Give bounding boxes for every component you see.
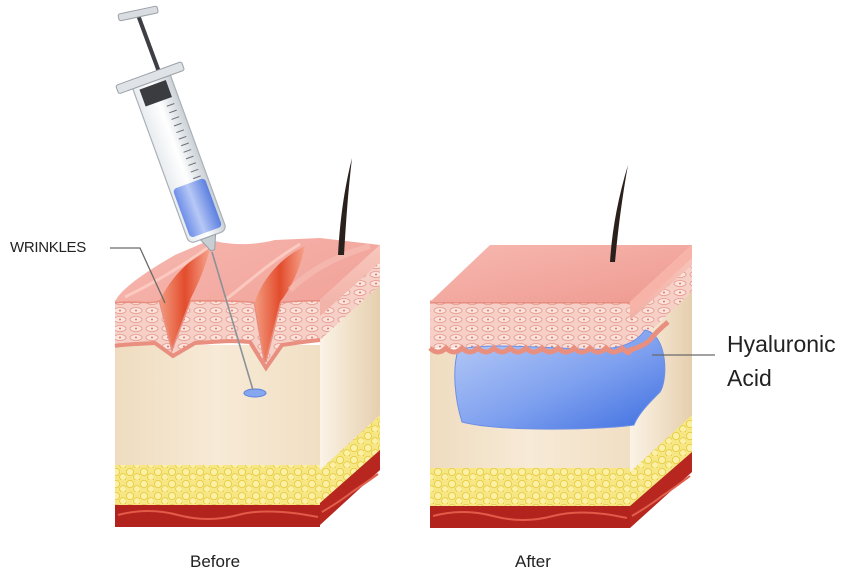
skin-block-before (115, 158, 380, 527)
before-caption: Before (190, 552, 240, 572)
hair-icon (338, 158, 352, 255)
skin-block-after (430, 165, 692, 528)
hyaluronic-acid-label-line1: Hyaluronic (727, 331, 836, 358)
hyaluronic-acid-label-line2: Acid (727, 365, 772, 392)
wrinkles-label: WRINKLES (10, 239, 86, 256)
after-caption: After (515, 552, 551, 572)
